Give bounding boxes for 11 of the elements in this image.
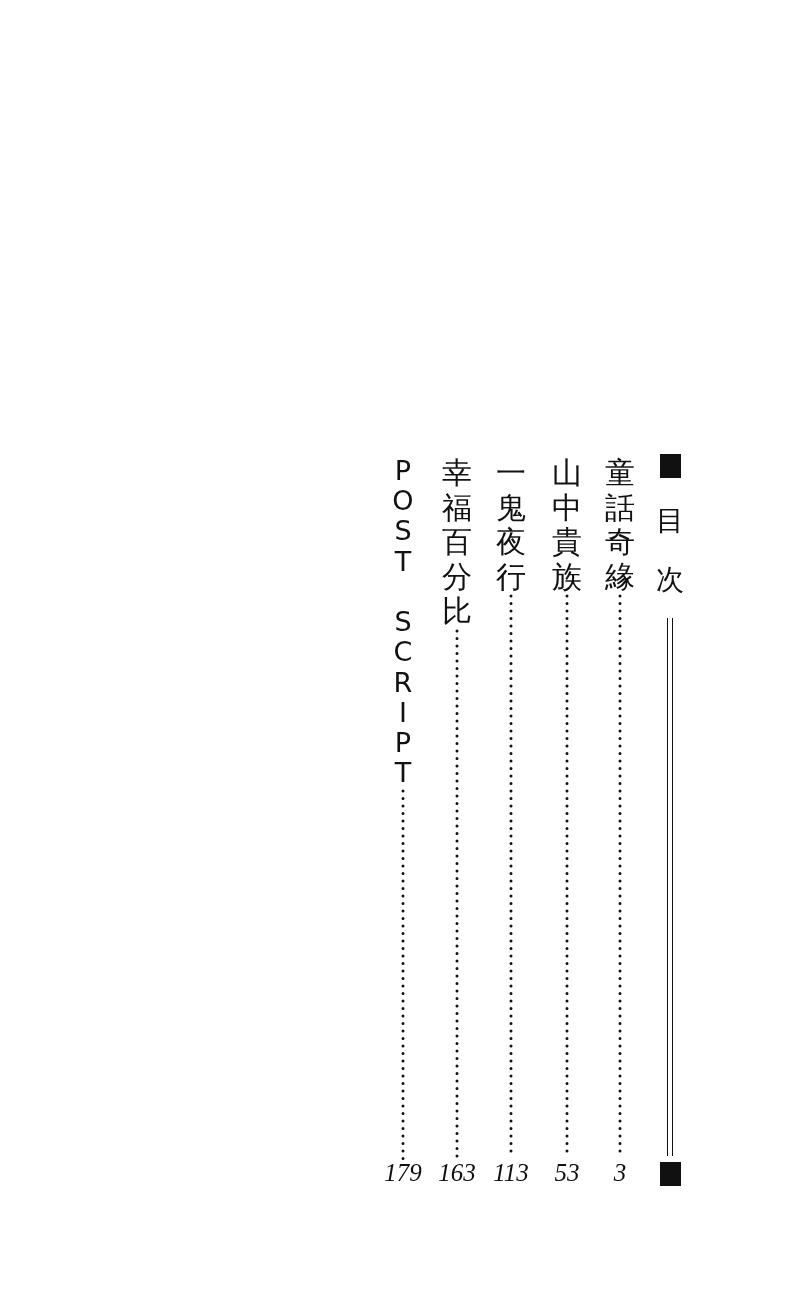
page-number: 113 (493, 1158, 529, 1186)
chapter-title: 一鬼夜行 (496, 456, 526, 594)
chapter-title: 山中貴族 (552, 456, 582, 594)
chapter-title: 童話奇緣 (605, 456, 635, 594)
page-number: 163 (438, 1158, 476, 1186)
page-number: 179 (384, 1158, 422, 1186)
chapter-title: POST SCRIPT (392, 456, 414, 789)
page-number: 3 (613, 1158, 627, 1186)
chapter-title: 幸福百分比 (442, 456, 472, 629)
title: 目次 (656, 503, 684, 598)
page-number: 53 (554, 1158, 580, 1186)
